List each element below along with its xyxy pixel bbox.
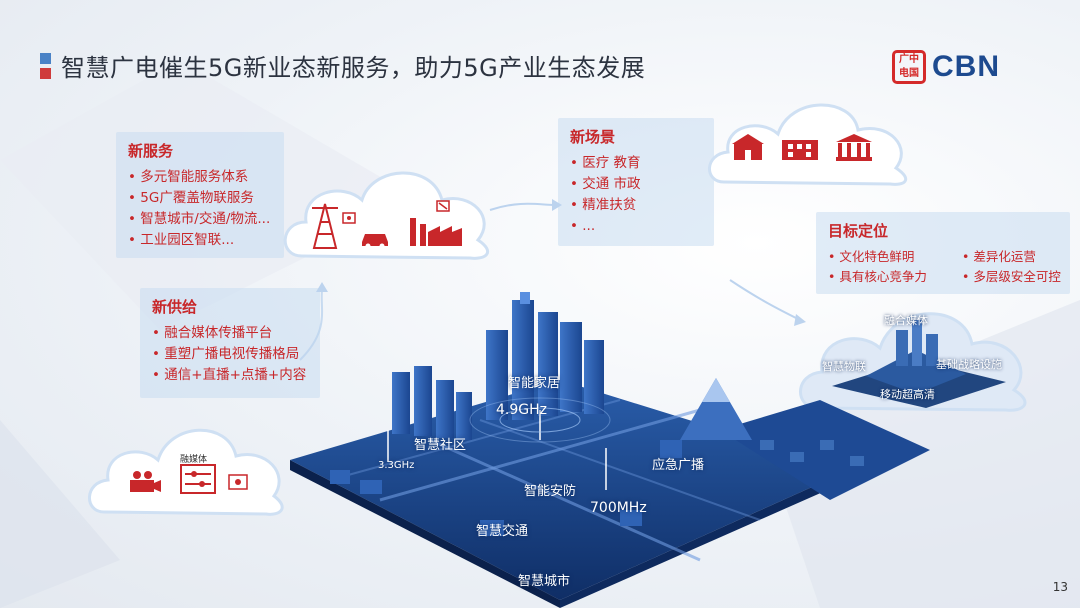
- panel-goal: 目标定位 文化特色鲜明 差异化运营 具有核心竞争力 多层级安全可控: [816, 212, 1070, 294]
- label-freq-3-3ghz: 3.3GHz: [378, 460, 415, 471]
- list-item: 具有核心竞争力: [828, 267, 958, 287]
- panel-new-service: 新服务 多元智能服务体系 5G广覆盖物联服务 智慧城市/交通/物流... 工业园…: [116, 132, 284, 258]
- car-icon: [362, 234, 388, 248]
- goal-label-media: 融合媒体: [884, 314, 928, 327]
- wifi-router-icon: [342, 212, 356, 224]
- title-bar: 智慧广电催生5G新业态新服务，助力5G产业生态发展: [40, 48, 645, 83]
- media-console-icon: [180, 464, 216, 494]
- panel-new-scene: 新场景 医疗 教育 交通 市政 精准扶贫 ...: [558, 118, 714, 246]
- label-emergency-broadcast: 应急广播: [652, 458, 705, 473]
- panel-new-scene-title: 新场景: [570, 128, 616, 146]
- list-item: 智慧城市/交通/物流...: [128, 209, 284, 230]
- goal-label-iot: 智慧物联: [822, 360, 866, 373]
- list-item: 工业园区智联...: [128, 230, 284, 251]
- list-item: 医疗 教育: [570, 153, 714, 174]
- cbn-logo: 广中 电国 CBN: [892, 50, 1000, 84]
- cbn-logo-mark-icon: 广中 电国: [892, 50, 926, 84]
- goal-label-uhd: 移动超高清: [880, 388, 935, 401]
- label-smart-city: 智慧城市: [518, 574, 571, 589]
- settings-device-icon: [228, 474, 248, 490]
- list-item: 交通 市政: [570, 174, 714, 195]
- video-camera-icon: [130, 471, 161, 492]
- label-freq-700mhz: 700MHz: [590, 500, 647, 516]
- panel-new-supply-title: 新供给: [152, 298, 198, 316]
- cbn-logo-text: CBN: [932, 50, 1000, 83]
- panel-new-service-title: 新服务: [128, 142, 174, 160]
- list-item: 多元智能服务体系: [128, 167, 284, 188]
- sensor-icon: [436, 200, 450, 212]
- panel-goal-title: 目标定位: [828, 222, 889, 240]
- list-item: 精准扶贫: [570, 195, 714, 216]
- list-item: 文化特色鲜明: [828, 247, 958, 267]
- goal-label-infra: 基础战略设施: [936, 358, 1002, 371]
- list-item: 重塑广播电视传播格局: [152, 344, 320, 365]
- cloud-media: [88, 428, 284, 516]
- list-item: 5G广覆盖物联服务: [128, 188, 284, 209]
- label-smart-security: 智能安防: [524, 484, 577, 499]
- label-freq-4-9ghz: 4.9GHz: [496, 402, 547, 418]
- list-item: 多层级安全可控: [962, 267, 1080, 287]
- government-building-icon: [836, 134, 872, 161]
- list-item: 融合媒体传播平台: [152, 323, 320, 344]
- panel-new-supply: 新供给 融合媒体传播平台 重塑广播电视传播格局 通信+直播+点播+内容: [140, 288, 320, 398]
- factory-icon: [410, 218, 462, 246]
- label-smart-traffic: 智慧交通: [476, 524, 529, 539]
- label-smart-home: 智能家居: [508, 376, 561, 391]
- list-item: 通信+直播+点播+内容: [152, 365, 320, 386]
- cloud-goal: [799, 312, 1027, 412]
- list-item: ...: [570, 216, 714, 237]
- page-title: 智慧广电催生5G新业态新服务，助力5G产业生态发展: [61, 54, 646, 82]
- signal-tower-icon: [312, 203, 338, 249]
- hospital-building-icon: [732, 134, 764, 160]
- page-number: 13: [1052, 580, 1068, 594]
- school-building-icon: [782, 140, 818, 160]
- label-smart-community: 智慧社区: [414, 438, 467, 453]
- media-cloud-label: 融媒体: [180, 455, 208, 465]
- title-bullet-icon: [40, 52, 51, 79]
- list-item: 差异化运营: [962, 247, 1080, 267]
